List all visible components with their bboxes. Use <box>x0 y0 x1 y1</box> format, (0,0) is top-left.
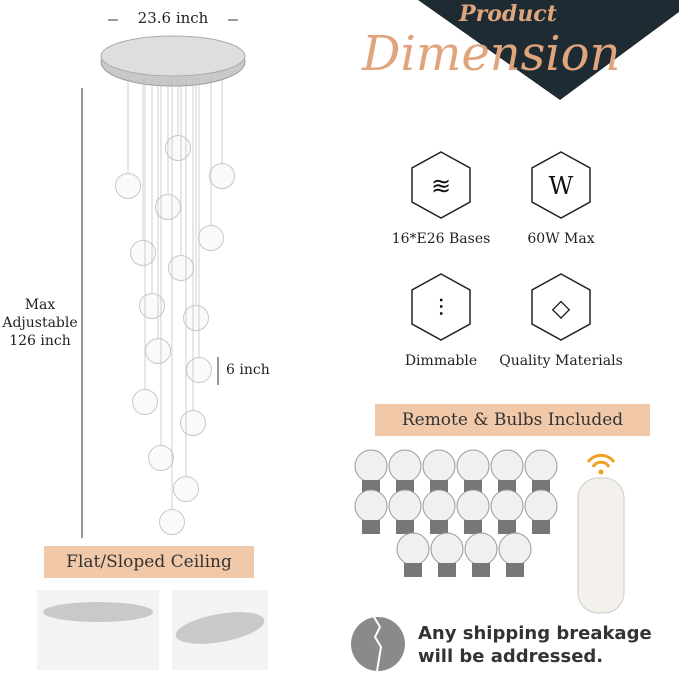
globe-pendant <box>180 410 206 436</box>
feature-label: Quality Materials <box>499 353 623 369</box>
led-bulb <box>464 532 498 566</box>
led-bulb <box>422 449 456 483</box>
ceiling-banner: Flat/Sloped Ceiling <box>44 546 254 578</box>
header-dark-shape <box>418 0 679 100</box>
title-dimension: Dimension <box>362 26 621 82</box>
remote-control <box>577 477 625 614</box>
globe-pendant <box>168 255 194 281</box>
bulb-base <box>498 520 516 534</box>
globe-pendant <box>183 305 209 331</box>
broken-plate-icon <box>351 617 405 671</box>
spacing-label: 6 inch <box>226 362 270 378</box>
led-bulb <box>490 449 524 483</box>
globe-pendant <box>148 445 174 471</box>
bulb-base <box>396 520 414 534</box>
bulb-base <box>464 520 482 534</box>
dimmer-sliders-icon: ⫶ <box>411 273 471 341</box>
wifi-icon <box>586 453 616 468</box>
feature-3: ◇ <box>530 272 592 342</box>
svg-text:W: W <box>549 172 574 200</box>
led-bulb <box>524 449 558 483</box>
shipping-line-1: Any shipping breakage <box>418 623 652 644</box>
led-bulb <box>456 489 490 523</box>
globe-pendant <box>173 476 199 502</box>
led-bulb <box>490 489 524 523</box>
bulb-base <box>404 563 422 577</box>
globe-pendant <box>132 389 158 415</box>
globe-pendant <box>209 163 235 189</box>
feature-1: W <box>530 150 592 220</box>
bulb-base <box>532 520 550 534</box>
feature-label: Dimmable <box>404 353 478 369</box>
feature-label: 16*E26 Bases <box>391 231 491 247</box>
feature-label: 60W Max <box>527 231 595 247</box>
globe-pendant <box>115 173 141 199</box>
bulb-base <box>472 563 490 577</box>
bulb-base <box>430 520 448 534</box>
spiral-bulb-icon: ≋ <box>411 151 471 219</box>
shipping-note: Any shipping breakage will be addressed. <box>418 622 652 668</box>
feature-0: ≋ <box>410 150 472 220</box>
globe-pendant <box>165 135 191 161</box>
globe-pendant <box>186 357 212 383</box>
bulb-base <box>438 563 456 577</box>
led-bulb <box>354 489 388 523</box>
led-bulb <box>498 532 532 566</box>
width-label: 23.6 inch <box>118 9 228 27</box>
remote-banner: Remote & Bulbs Included <box>375 404 650 436</box>
globe-pendant <box>159 509 185 535</box>
led-bulb <box>524 489 558 523</box>
led-bulb <box>456 449 490 483</box>
led-bulb <box>388 449 422 483</box>
led-bulb <box>388 489 422 523</box>
globe-pendant <box>155 194 181 220</box>
globe-pendant <box>130 240 156 266</box>
svg-text:≋: ≋ <box>431 172 451 200</box>
led-bulb <box>422 489 456 523</box>
led-bulb <box>396 532 430 566</box>
bulb-w-icon: W <box>531 151 591 219</box>
svg-text:⫶: ⫶ <box>438 294 444 322</box>
diamond-shield-icon: ◇ <box>531 273 591 341</box>
pendant-globes <box>115 78 235 535</box>
bulb-base <box>506 563 524 577</box>
height-label: Max Adjustable 126 inch <box>0 296 80 350</box>
svg-text:◇: ◇ <box>552 294 571 322</box>
bulbs-image <box>354 449 558 577</box>
title-product: Product <box>459 1 557 27</box>
shipping-line-2: will be addressed. <box>418 646 604 667</box>
led-bulb <box>430 532 464 566</box>
led-bulb <box>354 449 388 483</box>
globe-pendant <box>145 338 171 364</box>
feature-2: ⫶ <box>410 272 472 342</box>
globe-pendant <box>198 225 224 251</box>
bulb-base <box>362 520 380 534</box>
